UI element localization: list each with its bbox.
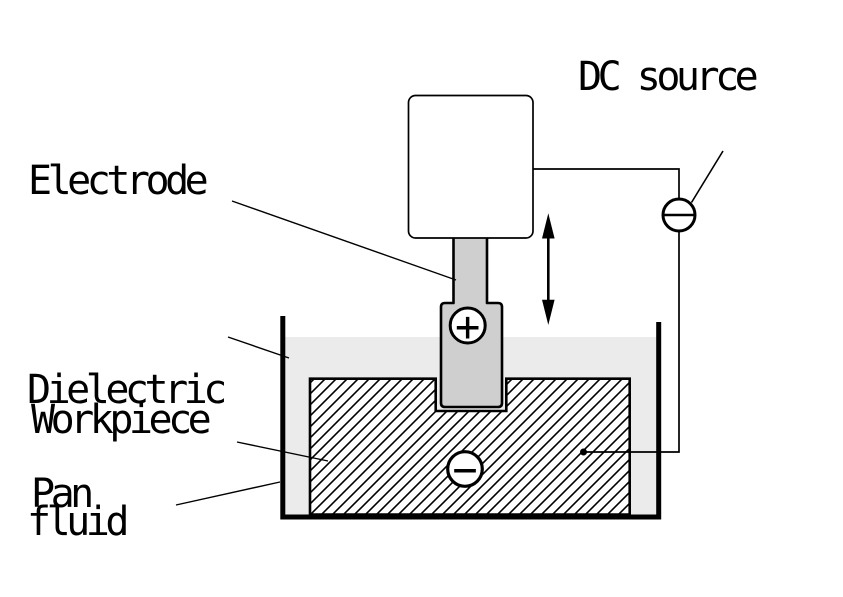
leader-line-pan xyxy=(175,481,281,506)
dielectric-fluid-label-line1: Dielectric xyxy=(27,367,227,413)
electrode-holder-box xyxy=(407,94,534,239)
electrode-label: Electrode xyxy=(28,158,209,204)
leader-line-dielectric-fluid xyxy=(227,336,290,359)
leader-line-electrode xyxy=(231,200,457,281)
workpiece-tap-dot xyxy=(580,448,587,456)
leader-line-workpiece xyxy=(236,441,329,462)
pan-label: Pan xyxy=(31,471,94,517)
motion-arrow-icon xyxy=(542,213,555,325)
dc-source-label: DC source xyxy=(578,54,759,100)
pan-outline xyxy=(280,316,662,520)
dielectric-fluid-label-line2: fluid xyxy=(27,499,129,545)
electrode-polarity-symbol: + xyxy=(455,302,480,351)
wire-source-to-workpiece xyxy=(585,231,680,453)
plus-icon: + xyxy=(448,302,487,351)
minus-icon: − xyxy=(446,445,484,494)
wire-holder-to-source xyxy=(533,168,680,199)
workpiece-region xyxy=(308,377,631,516)
workpiece-polarity-symbol: − xyxy=(452,445,477,494)
dielectric-fluid-label: Dielectric fluid xyxy=(27,280,227,597)
workpiece-label: Workpiece xyxy=(31,397,212,443)
dc-source-icon xyxy=(661,150,724,233)
